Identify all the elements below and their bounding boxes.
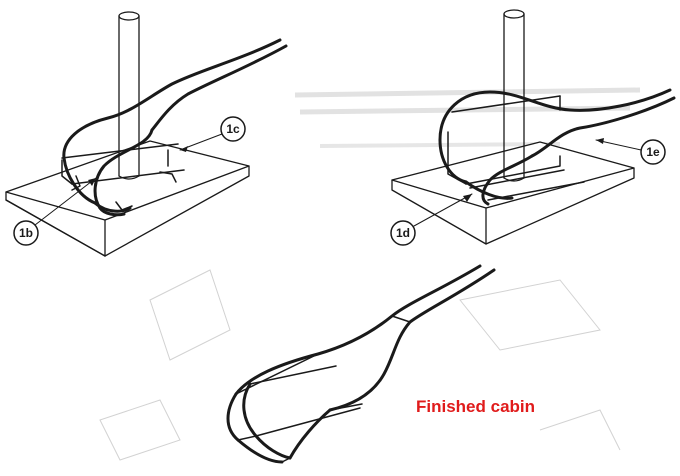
figure-step-1d-1e: 1d 1e — [390, 9, 676, 246]
callout-1b-label: 1b — [19, 226, 33, 240]
callout-1c: 1c — [179, 116, 246, 152]
base-plate-left — [5, 140, 250, 257]
cabin-cross-bars — [235, 315, 411, 463]
callout-1e: 1e — [595, 138, 666, 165]
figure-step-1b-1c: 1b 1c — [5, 11, 288, 257]
callout-1d-label: 1d — [396, 226, 410, 240]
post-left — [118, 11, 140, 180]
cross-bars-right — [447, 95, 585, 201]
callout-1e-label: 1e — [646, 145, 660, 159]
callout-1b: 1b — [13, 177, 97, 246]
finished-cabin-caption: Finished cabin — [416, 397, 535, 416]
callout-1d: 1d — [390, 193, 473, 246]
cross-bars-left — [61, 143, 185, 211]
wire-loop-left — [62, 38, 288, 217]
callout-1c-label: 1c — [226, 122, 240, 136]
post-right — [503, 9, 525, 182]
base-plate-right — [391, 141, 635, 245]
figure-finished-cabin — [226, 264, 496, 464]
faint-background — [99, 87, 641, 461]
